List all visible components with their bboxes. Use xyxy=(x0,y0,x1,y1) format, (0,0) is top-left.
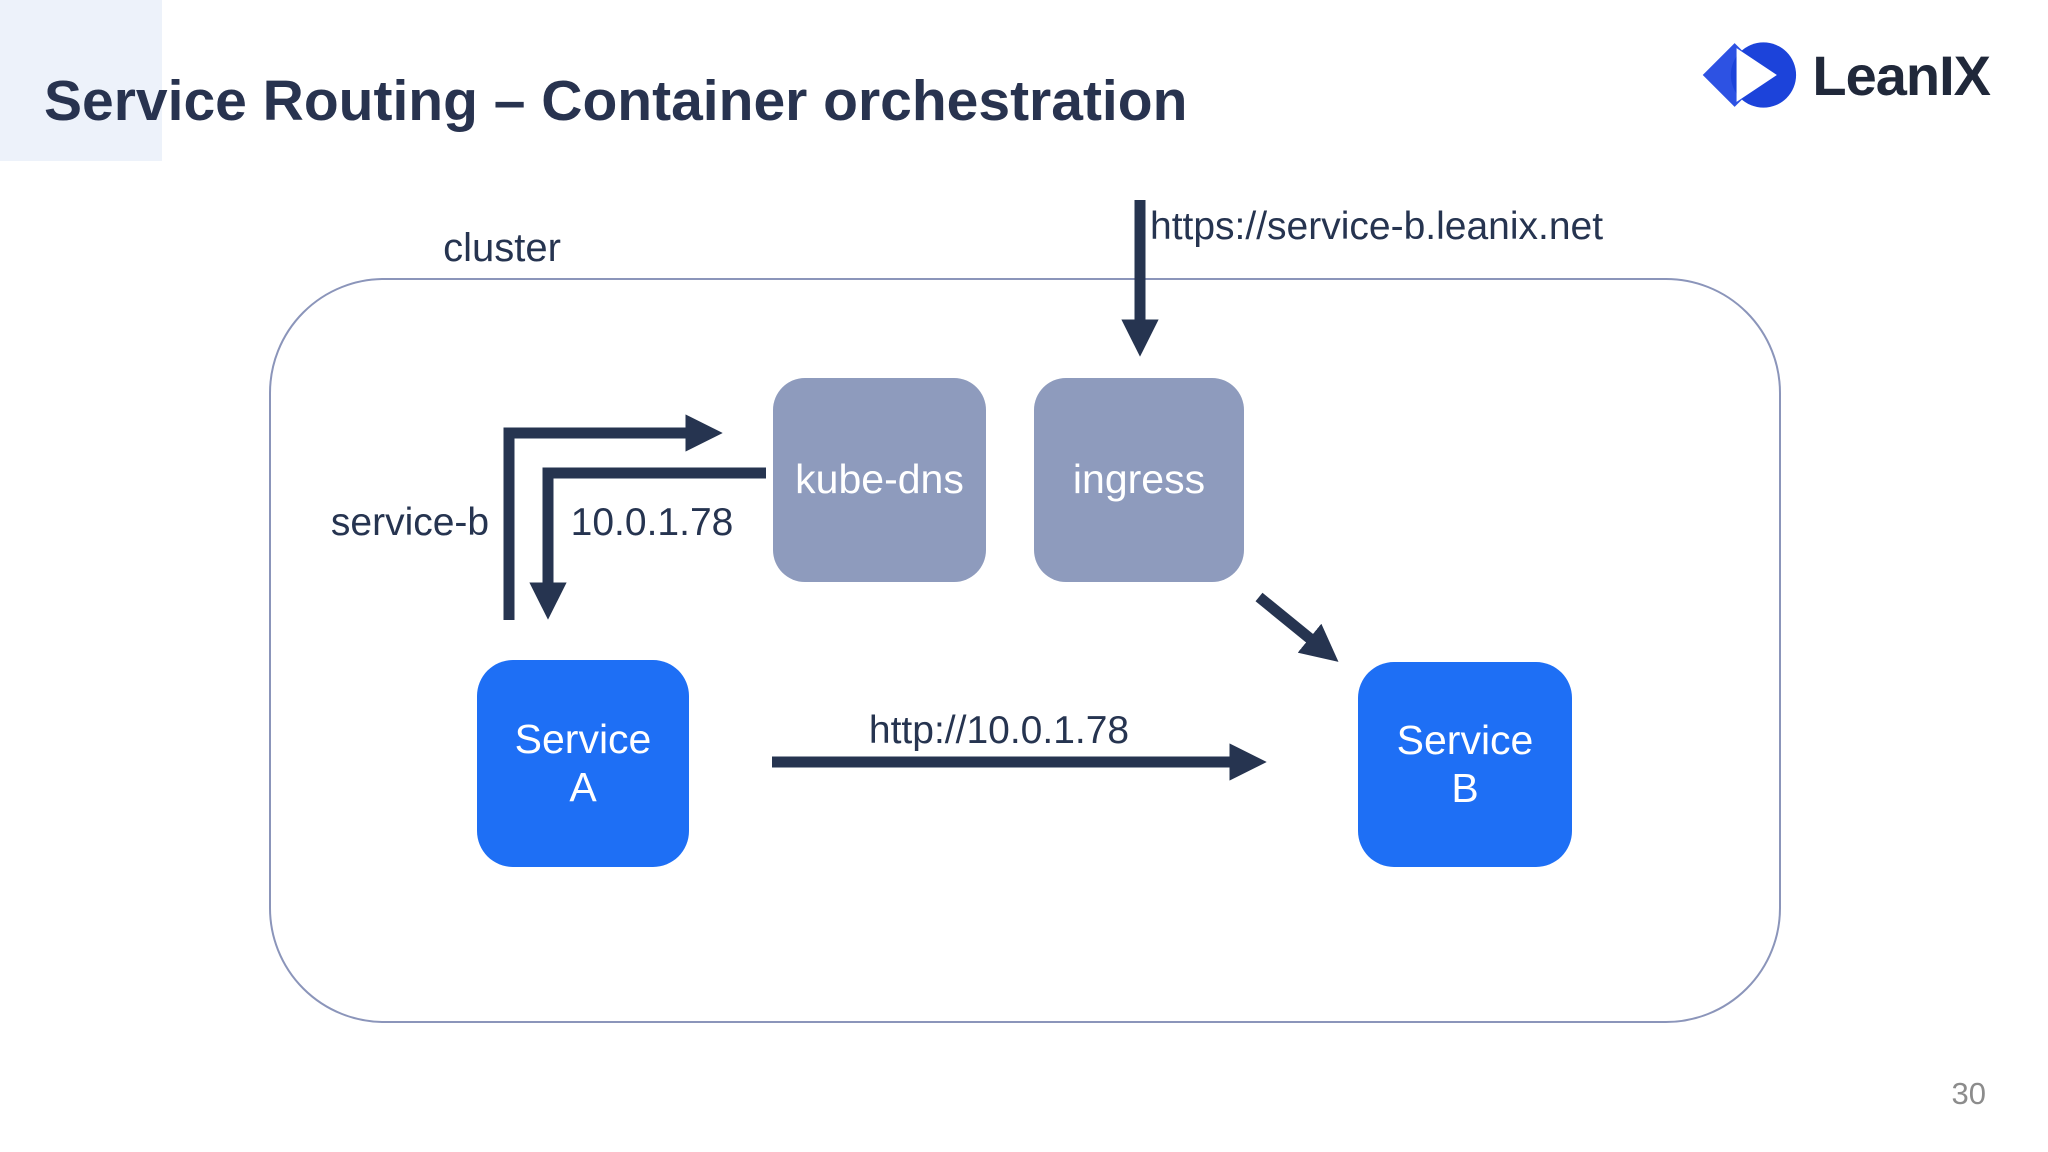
edge-label-http-call: http://10.0.1.78 xyxy=(868,709,1130,752)
node-service-a-label-line1: Service xyxy=(514,716,652,763)
edge-label-dns-lookup: service-b xyxy=(330,501,490,544)
node-service-a-label-line2: A xyxy=(569,763,597,810)
node-kube-dns-label: kube-dns xyxy=(795,456,964,503)
node-service-a: Service A xyxy=(477,660,689,867)
edge-label-dns-response-ip: 10.0.1.78 xyxy=(570,501,734,544)
leanix-logo: LeanIX xyxy=(1702,38,1991,112)
edge-label-external-url: https://service-b.leanix.net xyxy=(1150,205,1604,248)
node-service-b: Service B xyxy=(1358,662,1572,867)
cluster-label: cluster xyxy=(443,226,561,270)
node-ingress: ingress xyxy=(1034,378,1244,582)
node-kube-dns: kube-dns xyxy=(773,378,986,582)
leanix-logo-text: LeanIX xyxy=(1812,43,1991,107)
leanix-logo-icon xyxy=(1703,42,1797,108)
page-title: Service Routing – Container orchestratio… xyxy=(44,69,1188,134)
page-number: 30 xyxy=(1951,1076,1986,1111)
cluster-boundary xyxy=(269,278,1781,1023)
node-service-b-label-line2: B xyxy=(1451,764,1479,811)
node-service-b-label-line1: Service xyxy=(1396,717,1534,764)
corner-accent-block xyxy=(0,0,162,161)
node-ingress-label: ingress xyxy=(1072,456,1206,503)
